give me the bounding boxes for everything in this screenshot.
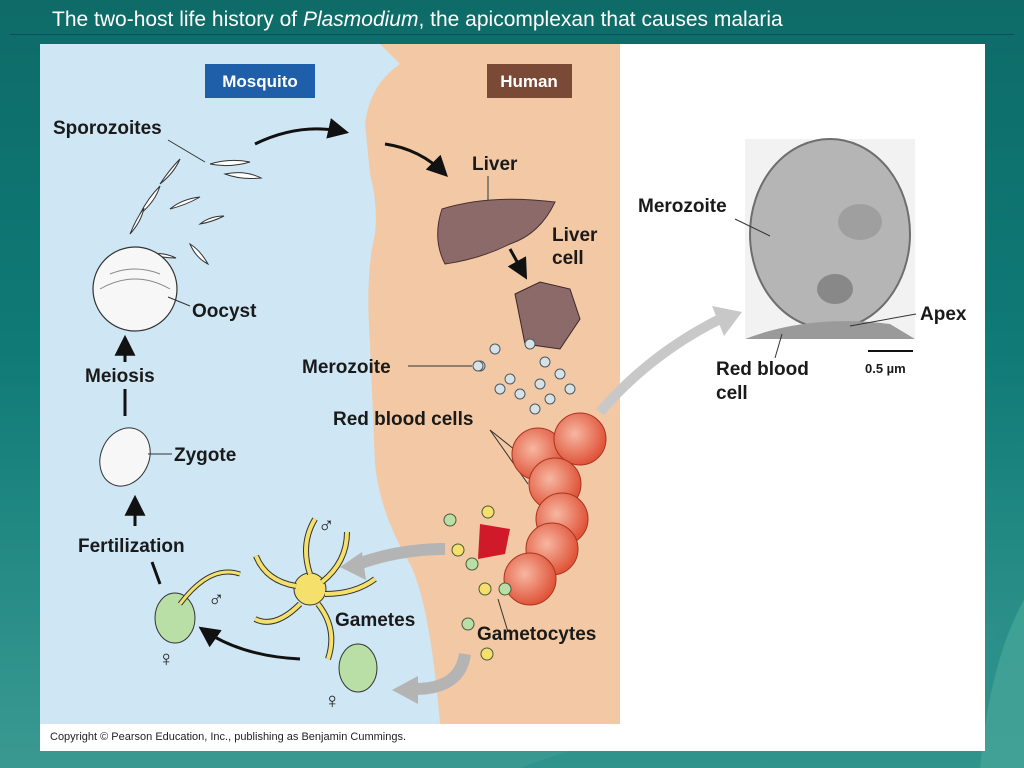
scale-label: 0.5 µm — [865, 361, 906, 376]
sporozoite-to-liver-arrow — [384, 142, 448, 177]
gametocytes-label: Gametocytes — [477, 624, 596, 645]
liver-cell-label-1: Liver — [552, 225, 598, 246]
gametocyte-uptake-arrow-2 — [414, 652, 471, 695]
female-symbol-1: ♀ — [158, 646, 175, 671]
micrograph-merozoite-label: Merozoite — [638, 196, 727, 217]
mosquito-header — [205, 64, 315, 98]
apex-label: Apex — [920, 304, 967, 325]
title-divider — [10, 34, 1014, 35]
human-header-label: Human — [500, 72, 558, 91]
liver-drawing — [437, 198, 556, 265]
zygote-label: Zygote — [174, 445, 236, 466]
fertilization-label: Fertilization — [78, 536, 185, 557]
sporozoite-transfer-arrow — [254, 118, 350, 146]
zygote-drawing — [99, 427, 151, 487]
micrograph-arrow — [596, 314, 723, 416]
figure-panel: Mosquito Human Oocyst Sporozoites Meiosi… — [40, 44, 985, 751]
rbc-label: Red blood cells — [333, 409, 473, 430]
life-cycle-diagram: Mosquito Human Oocyst Sporozoites Meiosi… — [40, 44, 967, 724]
merozoite-marker — [472, 360, 484, 372]
fertilization-line — [150, 561, 162, 585]
sporozoites-label: Sporozoites — [53, 118, 162, 139]
oocyst-drawing — [92, 246, 178, 332]
male-gametes-drawing — [253, 517, 377, 660]
micrograph-rbc-label-1: Red blood — [716, 359, 809, 380]
female-symbol-2: ♀ — [324, 688, 341, 713]
female-gamete-2-drawing — [338, 643, 378, 693]
sporozoites-drawing — [129, 158, 263, 266]
oocyst-label: Oocyst — [192, 301, 257, 322]
merozoite-label: Merozoite — [302, 357, 391, 378]
liver-label: Liver — [472, 154, 518, 175]
liver-cell-label-2: cell — [552, 248, 584, 269]
gametes-label: Gametes — [335, 610, 415, 631]
male-symbol-1: ♂ — [208, 586, 225, 611]
human-header — [487, 64, 572, 98]
title-italic-genus: Plasmodium — [302, 8, 419, 31]
meiosis-label: Meiosis — [85, 366, 155, 387]
male-symbol-2: ♂ — [318, 512, 335, 537]
rbc-cluster — [478, 412, 607, 606]
slide-title: The two-host life history of Plasmodium,… — [52, 8, 783, 31]
copyright-note: Copyright © Pearson Education, Inc., pub… — [50, 731, 407, 743]
gametocyte-cluster — [443, 505, 512, 661]
gamete-fusion-arrow — [198, 626, 301, 661]
mosquito-header-label: Mosquito — [222, 72, 298, 91]
micrograph-rbc-label-2: cell — [716, 383, 748, 404]
liver-to-cell-arrow — [507, 248, 528, 280]
female-gamete-drawing — [154, 592, 196, 644]
gametocyte-uptake-arrow — [355, 543, 446, 570]
